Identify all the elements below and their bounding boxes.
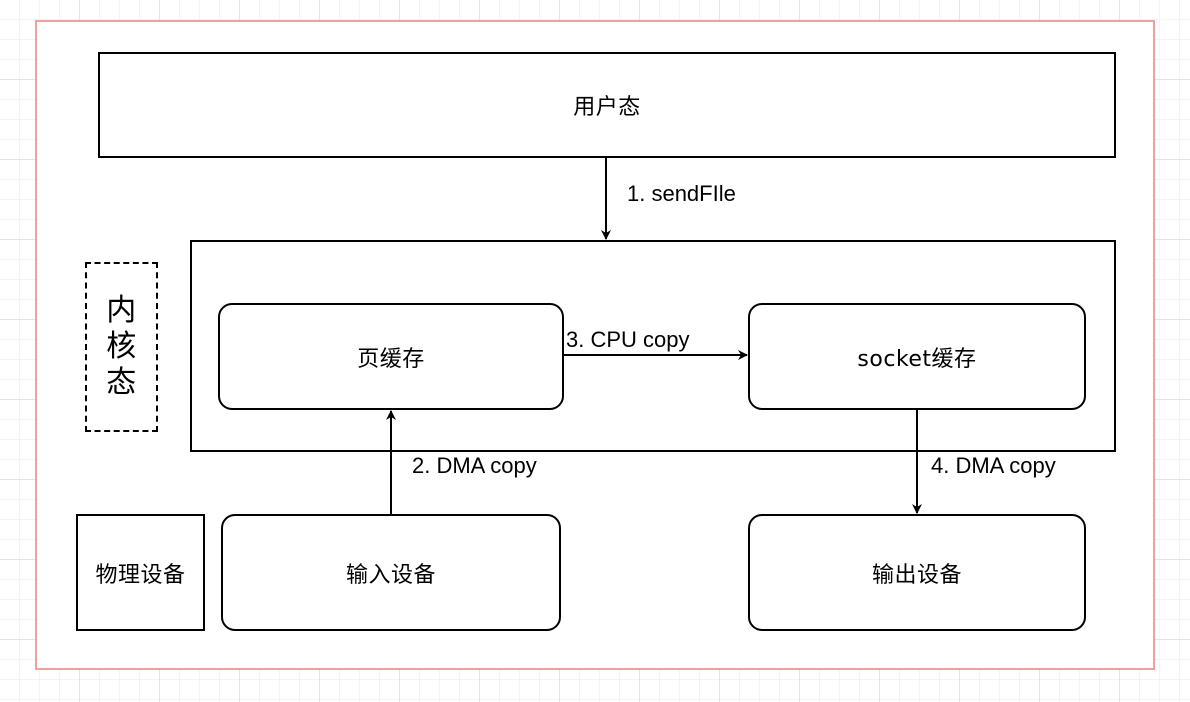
step1-label: 1. sendFIle bbox=[627, 181, 736, 206]
socket-cache-label: socket缓存 bbox=[857, 346, 977, 372]
kernel-mode-label-box: 内 核 态 bbox=[85, 262, 158, 432]
physical-devices-label: 物理设备 bbox=[95, 562, 186, 588]
step3-label: 3. CPU copy bbox=[566, 327, 690, 352]
kernel-mode-char-2: 核 bbox=[106, 329, 137, 364]
kernel-mode-char-1: 内 bbox=[106, 293, 137, 328]
user-mode-box: 用户态 bbox=[98, 52, 1116, 158]
step2-label: 2. DMA copy bbox=[412, 453, 537, 478]
user-mode-label: 用户态 bbox=[573, 95, 641, 120]
input-device-box: 输入设备 bbox=[221, 514, 561, 631]
kernel-mode-char-3: 态 bbox=[106, 365, 137, 400]
physical-devices-box: 物理设备 bbox=[76, 514, 205, 631]
output-device-label: 输出设备 bbox=[871, 562, 962, 588]
page-cache-box: 页缓存 bbox=[218, 303, 564, 410]
output-device-box: 输出设备 bbox=[748, 514, 1086, 631]
input-device-label: 输入设备 bbox=[345, 562, 436, 588]
socket-cache-box: socket缓存 bbox=[748, 303, 1086, 410]
step4-label: 4. DMA copy bbox=[931, 453, 1056, 478]
page-cache-label: 页缓存 bbox=[357, 346, 425, 372]
